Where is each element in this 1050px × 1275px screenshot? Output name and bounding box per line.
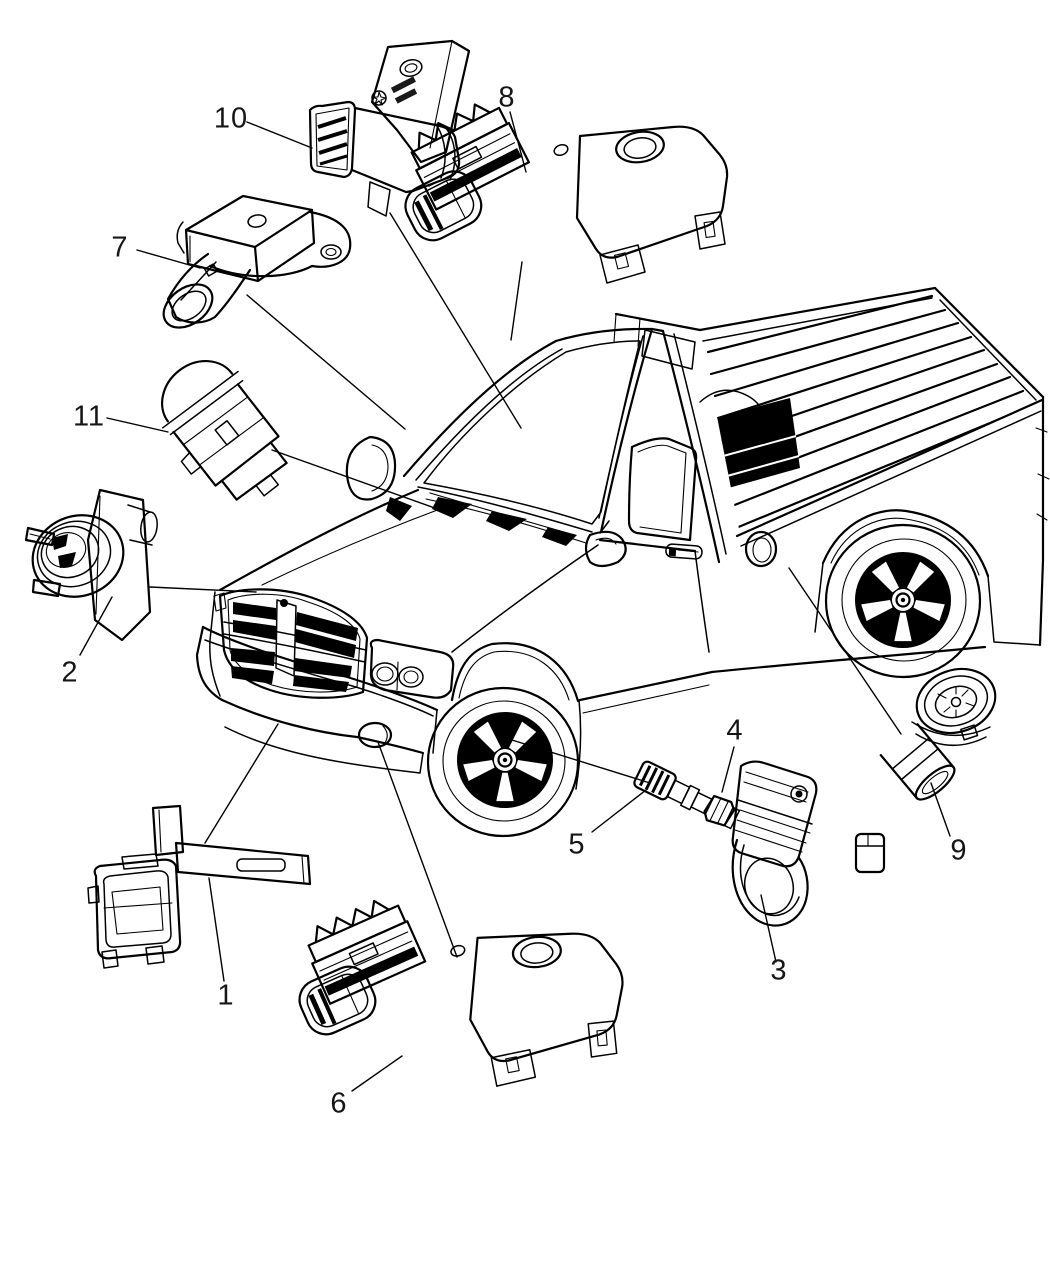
valve-cap <box>854 832 886 874</box>
side-mirror <box>584 520 627 568</box>
callout-label-1: 1 <box>217 979 235 1012</box>
callout-label-3: 3 <box>770 954 788 987</box>
far-mirror <box>345 435 412 521</box>
leader-lines <box>79 111 951 1092</box>
part-1-bracket-sensor <box>87 804 312 969</box>
truck-illustration <box>195 286 1050 838</box>
grille <box>218 588 369 699</box>
part-4-stem-base <box>666 779 741 830</box>
callout-label-5: 5 <box>568 828 586 861</box>
callout-label-2: 2 <box>61 656 79 689</box>
part-6-impact-sensor <box>267 886 627 1093</box>
callout-label-11: 11 <box>72 400 106 433</box>
callout-label-9: 9 <box>950 834 968 867</box>
truck-cab <box>402 327 727 564</box>
part-3-tpms-sensor <box>731 760 818 927</box>
hood <box>218 488 599 653</box>
part-5-valve-stem <box>633 760 741 830</box>
pentastar-logo-icon <box>371 90 387 106</box>
door-handle <box>665 543 703 560</box>
windshield <box>423 340 641 525</box>
wiper-cowl <box>417 486 593 546</box>
front-wheel <box>426 642 580 838</box>
callout-label-10: 10 <box>213 102 249 135</box>
front-fender-edge <box>209 591 227 697</box>
callout-label-6: 6 <box>330 1087 348 1120</box>
part-2-twistlock-sensor <box>24 488 158 642</box>
fog-lamp <box>357 721 393 749</box>
fuel-filler-door <box>744 530 778 568</box>
rear-wheel <box>814 509 1041 679</box>
door-window <box>627 437 698 542</box>
part-7-sensor-module <box>162 194 352 329</box>
body-side <box>575 538 987 790</box>
front-bumper <box>195 625 439 774</box>
callout-label-8: 8 <box>498 81 516 114</box>
part-11-dome-sensor <box>161 360 288 501</box>
callout-label-7: 7 <box>111 231 129 264</box>
part-9-round-sensor <box>879 667 997 801</box>
truck-bed <box>613 286 1050 647</box>
bed-floor-ribs <box>706 294 1038 530</box>
callout-label-4: 4 <box>726 714 744 747</box>
ram-emblem <box>280 599 288 607</box>
